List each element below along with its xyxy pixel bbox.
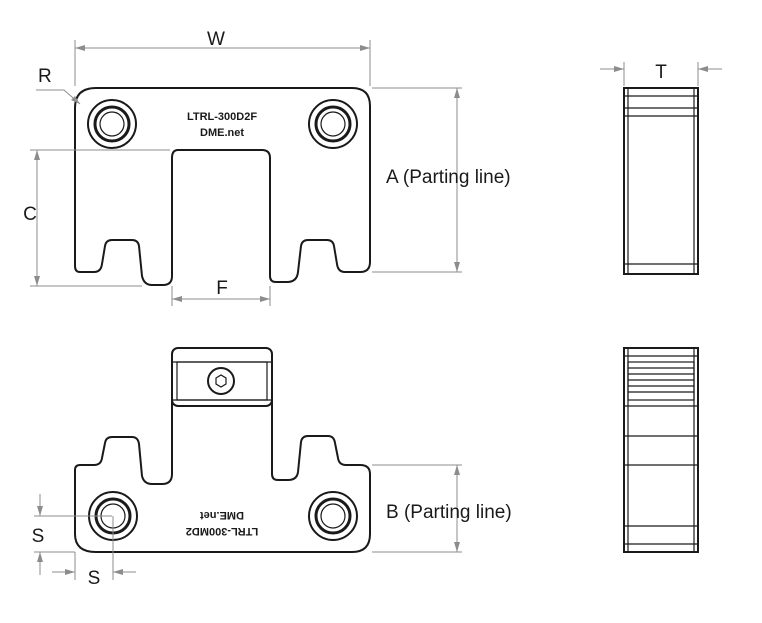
dimension-c: C [23, 149, 170, 287]
hex-socket-icon [215, 374, 227, 388]
top-part-number: LTRL-300D2F [187, 111, 257, 123]
w-label: W [207, 29, 225, 50]
bottom-part-number: LTRL-300MD2 [186, 525, 259, 537]
top-side-view [623, 87, 699, 275]
bottom-right-hole [308, 491, 358, 541]
top-part-site: DME.net [200, 127, 244, 139]
a-label: A (Parting line) [386, 167, 511, 188]
top-right-hole [308, 99, 358, 149]
dimension-t: T [600, 62, 722, 86]
b-label: B (Parting line) [386, 502, 512, 523]
top-left-hole [87, 99, 137, 149]
bottom-part-site: DME.net [200, 509, 244, 521]
r-label: R [38, 66, 52, 87]
c-label: C [23, 204, 37, 225]
top-plate-view: LTRL-300D2F DME.net [74, 87, 371, 286]
dimension-r: R [36, 66, 81, 105]
dimension-a: A (Parting line) [372, 87, 511, 273]
tongue-block [171, 347, 273, 407]
screw-head-icon [207, 367, 235, 395]
s-vertical-label: S [32, 526, 45, 547]
bottom-side-view [623, 347, 699, 553]
dimension-f: F [171, 278, 271, 306]
t-label: T [655, 62, 667, 83]
bottom-part-mark: LTRL-300MD2 DME.net [186, 509, 259, 537]
f-label: F [216, 278, 228, 299]
dimension-w: W [74, 29, 371, 86]
s-horizontal-label: S [88, 568, 101, 589]
dimension-s-horizontal: S [52, 516, 136, 589]
top-plate-outline [74, 87, 371, 286]
dimension-s-vertical: S [32, 494, 112, 575]
dimension-b: B (Parting line) [372, 464, 512, 553]
bottom-plate-view: LTRL-300MD2 DME.net [74, 347, 371, 553]
